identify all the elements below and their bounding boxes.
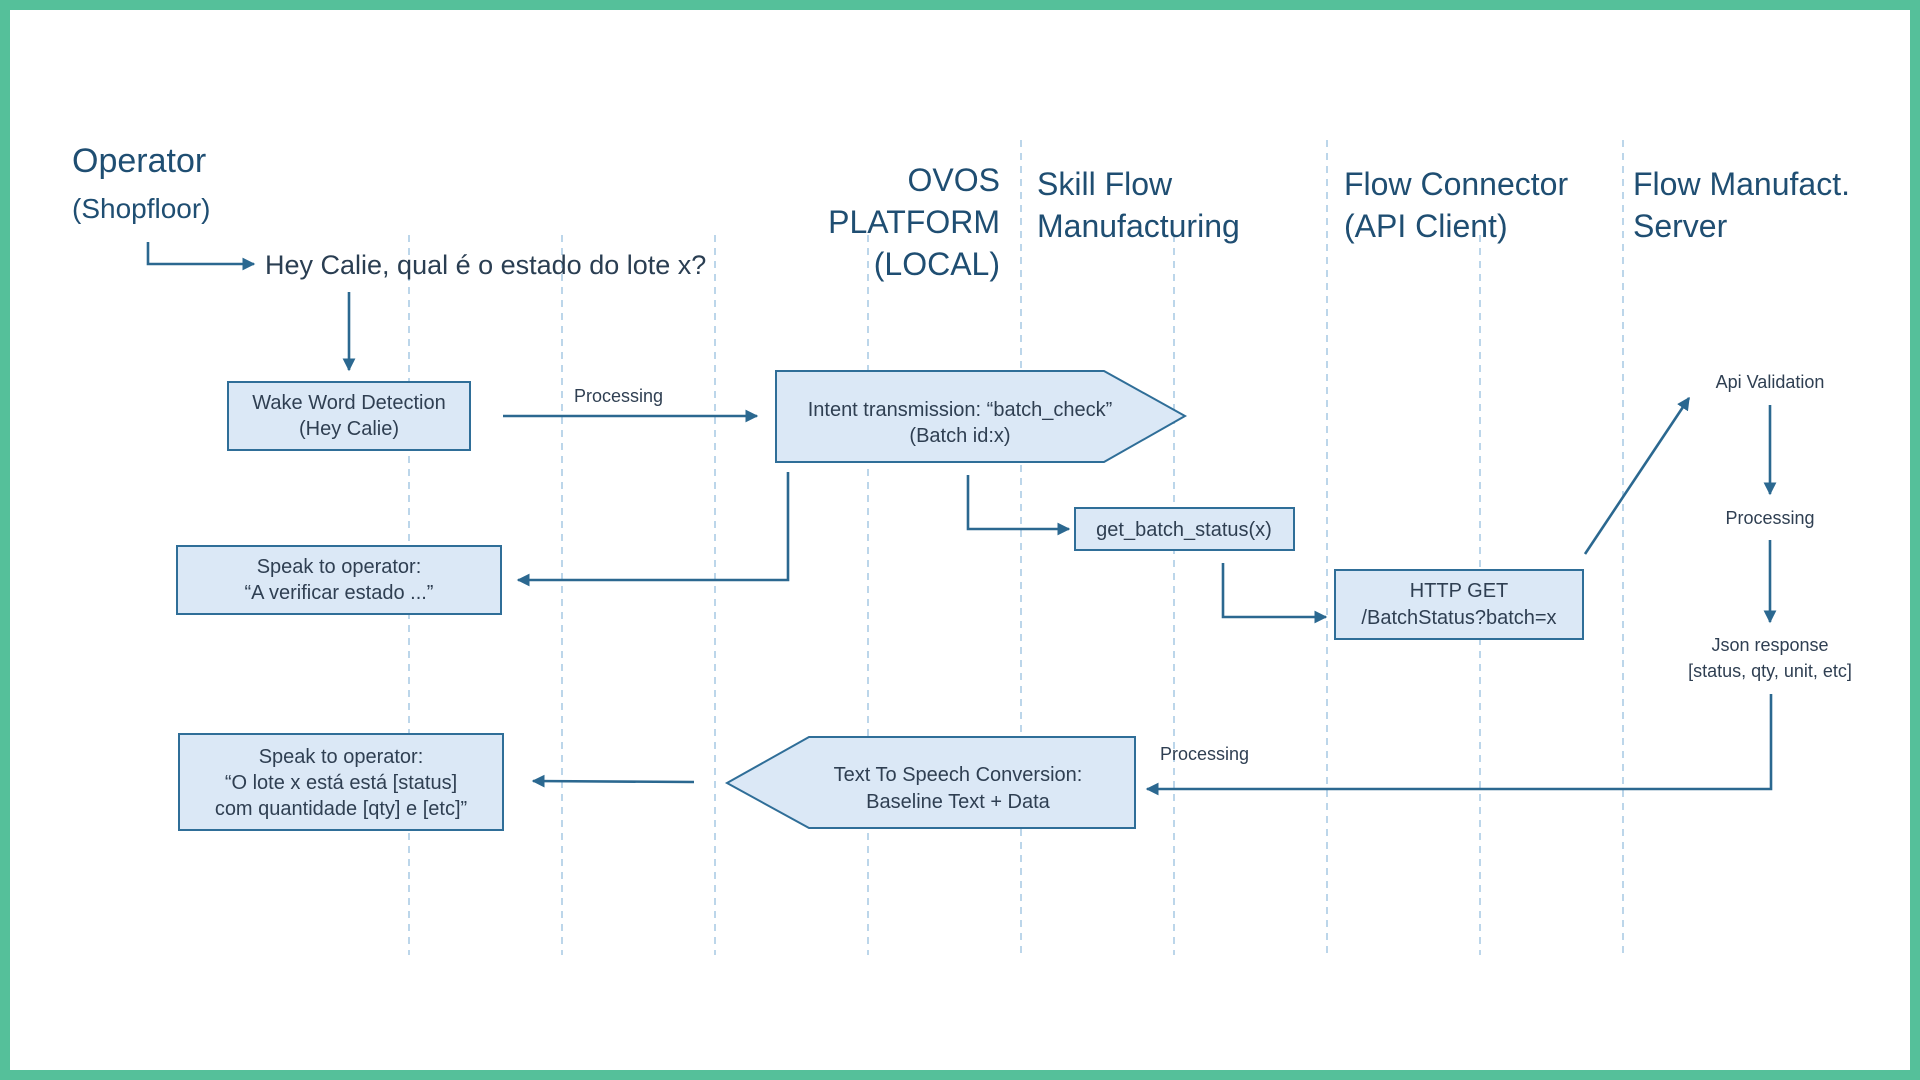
speak-result-shape [178, 733, 504, 831]
utterance-arrow [146, 242, 256, 271]
intent-line2: (Batch id:x) [909, 425, 1010, 447]
skill-header-line1: Skill Flow [1037, 166, 1173, 202]
http-to-api-validation-arrow [1583, 396, 1691, 555]
http-get-line2: /BatchStatus?batch=x [1361, 607, 1556, 629]
tts-line1: Text To Speech Conversion: [834, 764, 1083, 786]
ovos-header-line1: OVOS [908, 162, 1000, 198]
operator-subtitle: (Shopfloor) [72, 193, 211, 224]
server-header-line2: Server [1633, 208, 1728, 244]
json-response-line1: Json response [1711, 635, 1828, 655]
server-header-line1: Flow Manufact. [1633, 166, 1850, 202]
get-batch-box: get_batch_status(x) [1074, 507, 1295, 551]
intent-line1: Intent transmission: “batch_check” [808, 399, 1113, 421]
processing-label-top: Processing [574, 386, 663, 406]
wake-word-line2: (Hey Calie) [299, 418, 399, 440]
server-processing-label: Processing [1725, 508, 1814, 528]
tts-box: Text To Speech Conversion: Baseline Text… [724, 736, 1136, 829]
speak-checking-line2: “A verificar estado ...” [245, 582, 434, 604]
intent-to-speak-arrow [516, 472, 790, 587]
intent-box: Intent transmission: “batch_check” (Batc… [775, 370, 1188, 463]
processing-label-bottom: Processing [1160, 744, 1249, 764]
skill-header-line2: Manufacturing [1037, 208, 1240, 244]
json-response-line2: [status, qty, unit, etc] [1688, 661, 1852, 681]
speak-checking-box: Speak to operator: “A verificar estado .… [176, 545, 502, 615]
ovos-header-line3: (LOCAL) [874, 246, 1000, 282]
tts-to-speak-arrow [531, 774, 695, 788]
connector-header-line2: (API Client) [1344, 208, 1508, 244]
speak-result-box: Speak to operator: “O lote x está está [… [178, 733, 504, 831]
speak-checking-shape [176, 545, 502, 615]
operator-title: Operator [72, 142, 206, 180]
speak-result-line3: com quantidade [qty] e [etc]” [215, 798, 467, 820]
json-to-tts-arrow [1145, 694, 1773, 796]
operator-utterance: Hey Calie, qual é o estado do lote x? [265, 250, 706, 280]
connector-header-line1: Flow Connector [1344, 166, 1568, 202]
ovos-header-line2: PLATFORM [828, 204, 1000, 240]
tts-shape [724, 736, 1136, 829]
get-batch-shape [1074, 507, 1295, 551]
wake-word-shape [227, 381, 471, 451]
lane-guides [408, 140, 1624, 955]
wake-word-box: Wake Word Detection (Hey Calie) [227, 381, 471, 451]
get-batch-to-http-arrow [1221, 563, 1328, 624]
intent-to-get-batch-arrow [966, 475, 1071, 536]
speak-result-line2: “O lote x está está [status] [225, 772, 457, 794]
tts-line2: Baseline Text + Data [866, 791, 1051, 813]
http-get-box: HTTP GET /BatchStatus?batch=x [1334, 569, 1584, 640]
get-batch-line1: get_batch_status(x) [1096, 519, 1272, 541]
http-get-shape [1334, 569, 1584, 640]
api-validation-label: Api Validation [1716, 372, 1825, 392]
intent-shape [775, 370, 1188, 463]
wake-word-line1: Wake Word Detection [252, 392, 445, 414]
speak-result-line1: Speak to operator: [259, 746, 424, 768]
http-get-line1: HTTP GET [1410, 580, 1509, 602]
speak-checking-line1: Speak to operator: [257, 556, 422, 578]
